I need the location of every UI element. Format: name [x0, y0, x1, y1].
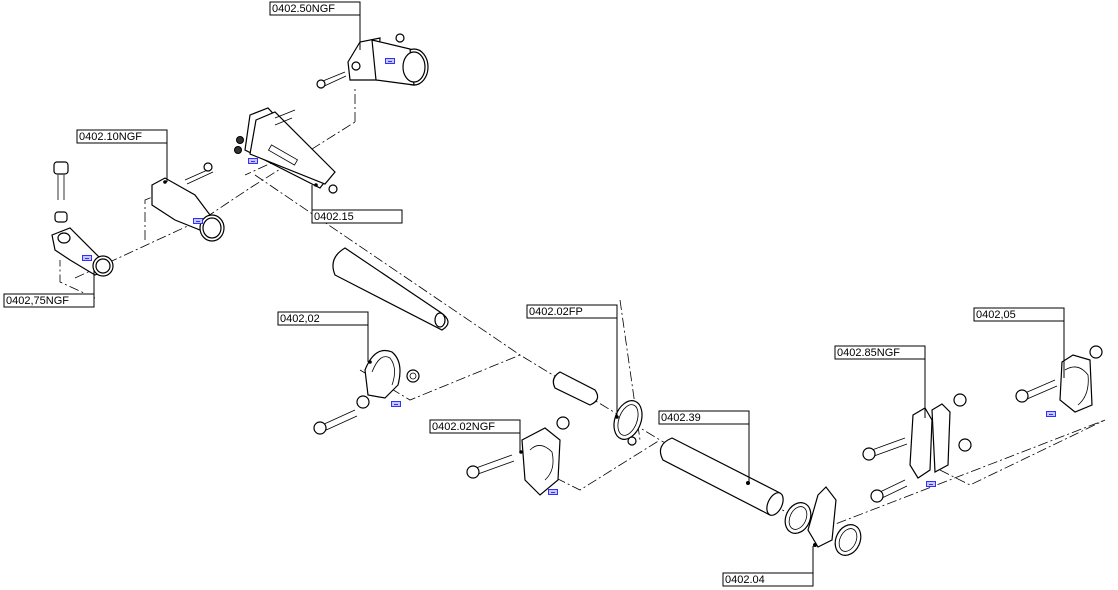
callout-0402-85ngf: 0402.85NGF	[834, 345, 926, 418]
callout-label: 0402.15	[314, 211, 354, 223]
tube-upper	[332, 247, 449, 331]
hyperlink-marker-icon[interactable]	[1046, 411, 1056, 417]
callout-0402-02fp: 0402.02FP	[526, 304, 618, 417]
callout-0402-50ngf: 0402.50NGF	[269, 1, 361, 50]
callout-label: 0402,02	[280, 313, 320, 325]
part-0402-85ngf	[862, 393, 972, 503]
hyperlink-marker-icon[interactable]	[193, 218, 203, 224]
hyperlink-marker-icon[interactable]	[82, 255, 92, 261]
callout-0402-02: 0402,02	[277, 311, 369, 362]
part-0402-04	[784, 486, 862, 556]
part-0402-02	[313, 349, 420, 435]
hyperlink-marker-icon[interactable]	[385, 58, 395, 64]
callout-label: 0402.02NGF	[432, 421, 495, 433]
part-0402-02ngf	[466, 416, 570, 496]
callout-label: 0402,75NGF	[6, 295, 69, 307]
callout-0402-05: 0402,05	[973, 307, 1065, 378]
callout-label: 0402.39	[661, 412, 701, 424]
callout-0402-04: 0402.04	[722, 546, 814, 587]
callout-0402-39: 0402.39	[658, 410, 750, 483]
callout-label: 0402.04	[725, 574, 765, 586]
callout-label: 0402.02FP	[529, 306, 583, 318]
callout-0402-02ngf: 0402.02NGF	[429, 419, 521, 452]
part-0402-39	[659, 437, 784, 516]
tube-short	[552, 371, 599, 406]
part-0402-15	[234, 107, 338, 194]
part-0402-10ngf	[151, 162, 225, 242]
callout-label: 0402,05	[976, 309, 1016, 321]
hyperlink-marker-icon[interactable]	[548, 489, 558, 495]
hyperlink-marker-icon[interactable]	[926, 481, 936, 487]
callout-0402-75ngf: 0402,75NGF	[3, 270, 95, 308]
part-0402-50ngf	[316, 33, 429, 89]
hyperlink-marker-icon[interactable]	[391, 401, 401, 407]
callout-label: 0402.10NGF	[79, 131, 142, 143]
callout-0402-10ngf: 0402.10NGF	[76, 129, 168, 182]
hyperlink-marker-icon[interactable]	[248, 158, 258, 164]
callout-label: 0402.85NGF	[837, 347, 900, 359]
part-0402-02fp	[613, 400, 643, 446]
part-0402-75ngf	[51, 161, 114, 277]
part-0402-05	[1015, 345, 1103, 413]
callout-0402-15: 0402.15	[311, 185, 403, 224]
callout-label: 0402.50NGF	[272, 3, 335, 15]
